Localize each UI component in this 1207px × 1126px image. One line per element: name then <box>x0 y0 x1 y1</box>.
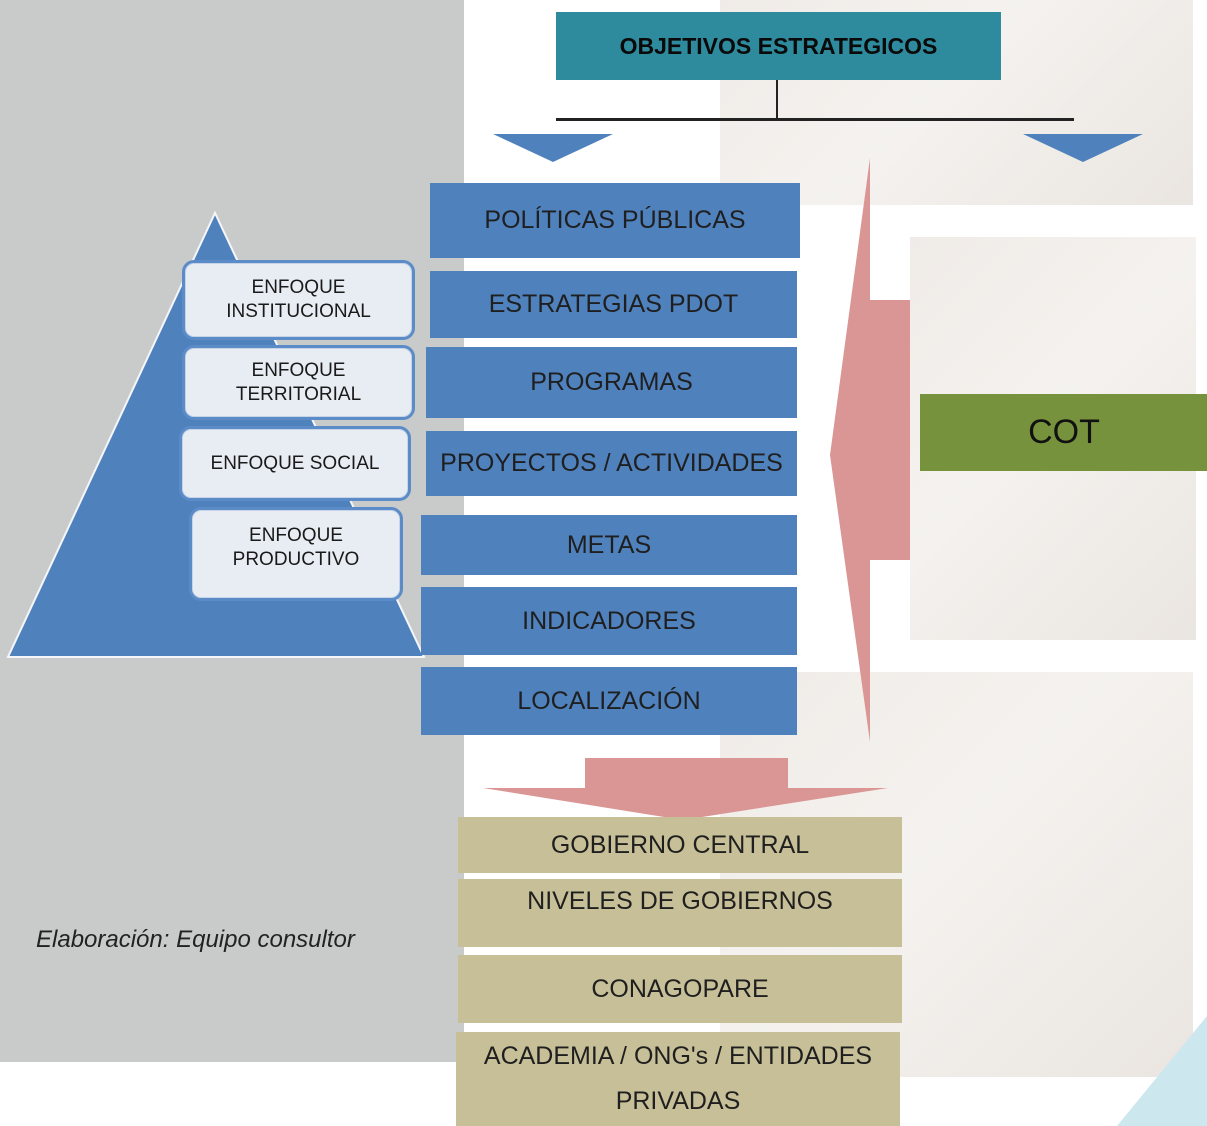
arrow-left-cot <box>830 158 910 742</box>
box-politicas-publicas: POLÍTICAS PÚBLICAS <box>430 183 800 258</box>
box-indicadores: INDICADORES <box>421 587 797 655</box>
arrow-down-right <box>1023 134 1143 162</box>
objectives-header: OBJETIVOS ESTRATEGICOS <box>556 12 1001 80</box>
credit-text: Elaboración: Equipo consultor <box>36 926 355 953</box>
box-niveles-gobiernos: NIVELES DE GOBIERNOS <box>458 879 902 947</box>
box-localizacion: LOCALIZACIÓN <box>421 667 797 735</box>
box-conagopare: CONAGOPARE <box>458 955 902 1023</box>
arrow-down-left <box>493 134 613 162</box>
cot-box: COT <box>920 394 1207 471</box>
connector-horizontal <box>556 118 1074 121</box>
label-enfoque-social: ENFOQUE SOCIAL <box>179 426 411 501</box>
box-programas: PROGRAMAS <box>426 347 797 418</box>
box-proyectos-actividades: PROYECTOS / ACTIVIDADES <box>426 431 797 496</box>
box-gobierno-central: GOBIERNO CENTRAL <box>458 817 902 873</box>
connector-vertical <box>776 80 778 120</box>
box-estrategias-pdot: ESTRATEGIAS PDOT <box>430 271 797 338</box>
box-academia-ong-entidades: ACADEMIA / ONG's / ENTIDADES PRIVADAS <box>456 1032 900 1126</box>
corner-decoration <box>1117 1016 1207 1126</box>
arrow-down-actors <box>483 758 888 820</box>
box-metas: METAS <box>421 515 797 575</box>
